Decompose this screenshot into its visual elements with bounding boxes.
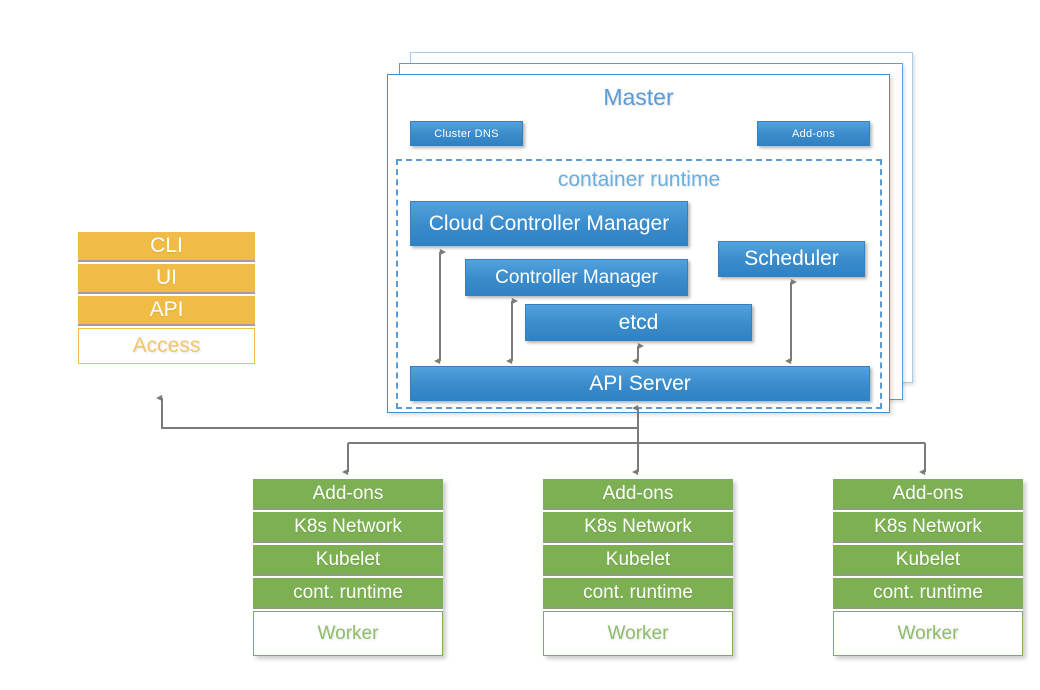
access-row-ui[interactable]: UI [78, 264, 255, 294]
container-runtime-title: container runtime [557, 168, 721, 191]
cluster-dns-box[interactable]: Cluster DNS [410, 121, 523, 146]
worker-3-row-kubelet[interactable]: Kubelet [833, 545, 1023, 576]
worker-1-row-k8s-network[interactable]: K8s Network [253, 512, 443, 543]
etcd-box[interactable]: etcd [525, 304, 752, 341]
worker-1-label: Worker [253, 611, 443, 656]
master-title: Master [603, 84, 674, 110]
access-label: Access [78, 328, 255, 364]
worker-2-row-k8s-network[interactable]: K8s Network [543, 512, 733, 543]
worker-3-row-add-ons[interactable]: Add-ons [833, 479, 1023, 510]
edge-bus-to-access [155, 394, 638, 429]
access-row-api[interactable]: API [78, 296, 255, 326]
worker-2-row-add-ons[interactable]: Add-ons [543, 479, 733, 510]
worker-1-row-cont-runtime[interactable]: cont. runtime [253, 578, 443, 609]
worker-3-label: Worker [833, 611, 1023, 656]
worker-2-row-kubelet[interactable]: Kubelet [543, 545, 733, 576]
worker-3-row-k8s-network[interactable]: K8s Network [833, 512, 1023, 543]
access-row-cli[interactable]: CLI [78, 232, 255, 262]
worker-1-row-add-ons[interactable]: Add-ons [253, 479, 443, 510]
cloud-controller-manager-box[interactable]: Cloud Controller Manager [410, 201, 688, 246]
worker-1-row-kubelet[interactable]: Kubelet [253, 545, 443, 576]
scheduler-box[interactable]: Scheduler [718, 241, 865, 277]
worker-2-row-cont-runtime[interactable]: cont. runtime [543, 578, 733, 609]
worker-2-label: Worker [543, 611, 733, 656]
api-server-box[interactable]: API Server [410, 366, 870, 401]
worker-3-row-cont-runtime[interactable]: cont. runtime [833, 578, 1023, 609]
master-add-ons-box[interactable]: Add-ons [757, 121, 870, 146]
controller-manager-box[interactable]: Controller Manager [465, 259, 688, 296]
